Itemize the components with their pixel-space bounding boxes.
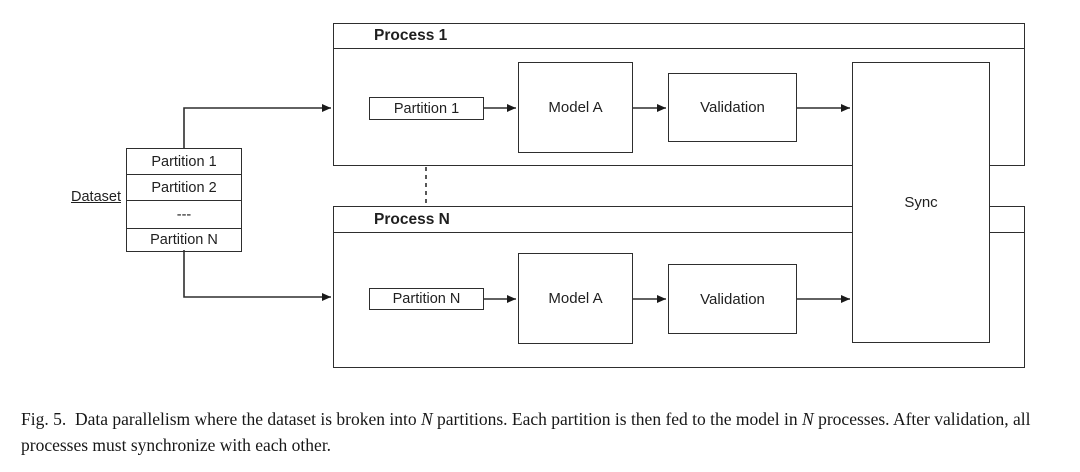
validation-node-process-n: Validation [668,264,797,334]
dataset-label: Dataset [71,189,121,205]
arrow-dataset-to-process-1 [183,104,331,149]
process-n-title: Process N [334,207,1024,233]
partition-1-node: Partition 1 [369,97,484,120]
partition-row: Partition 2 [127,174,241,200]
figure-caption: Fig. 5. Data parallelism where the datas… [21,409,1031,455]
model-a-node-process-n: Model A [518,253,633,344]
process-1-title: Process 1 [334,24,1024,49]
partition-row: Partition 1 [151,153,217,170]
dataset-partition-stack: Partition 1 Partition 2 --- Partition N [126,148,242,252]
validation-node-process-1: Validation [668,73,797,142]
partition-row-ellipsis: --- [127,200,241,228]
sync-node: Sync [852,62,990,343]
arrow-dataset-to-process-n [183,250,331,301]
model-a-node-process-1: Model A [518,62,633,153]
partition-row: Partition N [127,228,241,250]
partition-n-node: Partition N [369,288,484,310]
